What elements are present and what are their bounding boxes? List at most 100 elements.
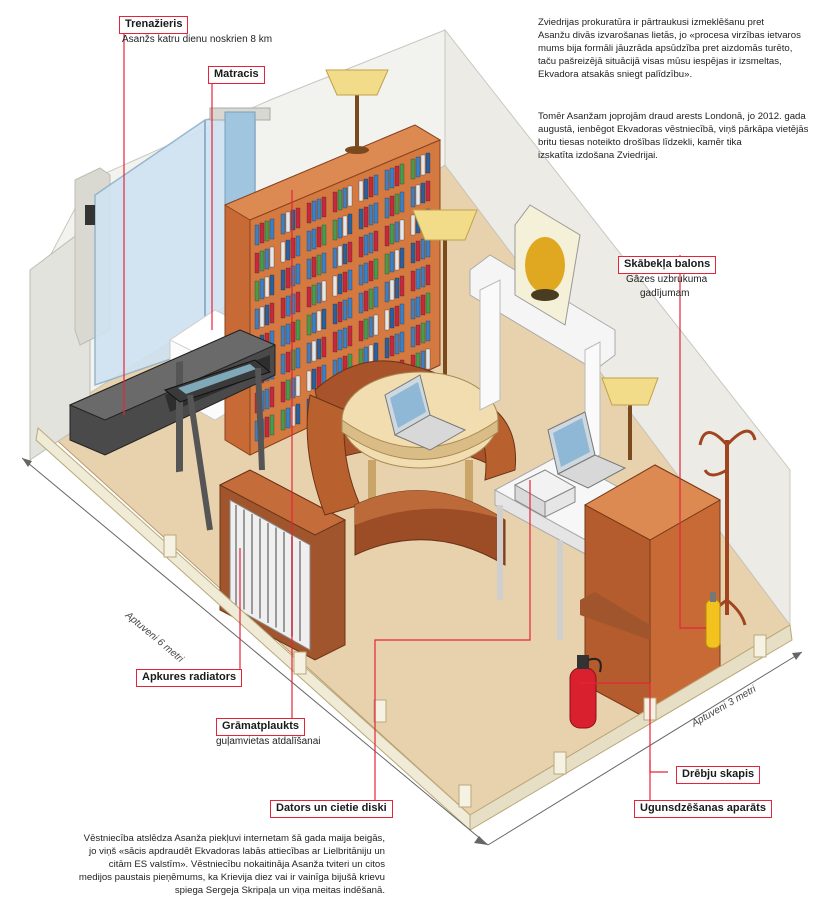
- intro-paragraph-1: Zviedrijas prokuratūra ir pārtraukusi iz…: [538, 17, 801, 80]
- portrait: [514, 204, 581, 326]
- book: [321, 196, 327, 218]
- book: [269, 302, 275, 324]
- book: [285, 267, 291, 289]
- laptop-table: [384, 374, 467, 451]
- book: [264, 248, 270, 270]
- floor-bracket: [458, 784, 472, 808]
- book: [410, 186, 416, 208]
- book: [389, 279, 395, 301]
- book: [389, 195, 395, 217]
- book: [420, 154, 426, 176]
- book: [311, 312, 317, 334]
- radiator-label: Apkures radiators: [136, 669, 243, 687]
- book: [410, 158, 416, 180]
- book: [347, 185, 353, 207]
- floor-bracket: [373, 699, 387, 723]
- book: [363, 206, 369, 228]
- book: [363, 290, 369, 312]
- book: [280, 213, 286, 235]
- oxygen-tank: [705, 592, 721, 649]
- book: [347, 297, 353, 319]
- back-right-wall: [444, 28, 791, 627]
- book: [321, 252, 327, 274]
- oxygen-tank-subtitle-2: gadījumam: [640, 288, 690, 299]
- book: [259, 306, 265, 328]
- leader-lines: [123, 30, 706, 800]
- book: [290, 349, 296, 371]
- book: [410, 270, 416, 292]
- computer-label: Dators un cietie diski: [270, 800, 393, 818]
- book: [373, 258, 379, 280]
- book: [254, 252, 260, 274]
- book: [425, 320, 431, 342]
- book: [264, 304, 270, 326]
- book: [306, 230, 312, 252]
- book: [280, 381, 286, 403]
- book: [425, 152, 431, 174]
- book: [389, 167, 395, 189]
- book: [358, 264, 364, 286]
- book: [415, 184, 421, 206]
- book: [394, 221, 400, 243]
- book: [425, 292, 431, 314]
- book: [373, 202, 379, 224]
- book: [394, 249, 400, 271]
- floor-lamp-2: [412, 209, 478, 405]
- book: [342, 215, 348, 237]
- book: [269, 246, 275, 268]
- book: [306, 286, 312, 308]
- radiator: [218, 469, 347, 661]
- book: [311, 340, 317, 362]
- book: [347, 325, 353, 347]
- book: [389, 223, 395, 245]
- book: [347, 213, 353, 235]
- book: [410, 242, 416, 264]
- book: [368, 316, 374, 338]
- book: [410, 298, 416, 320]
- book: [280, 325, 286, 347]
- book: [311, 256, 317, 278]
- book: [264, 220, 270, 242]
- book: [306, 370, 312, 392]
- floor-bracket: [553, 751, 567, 775]
- book: [399, 191, 405, 213]
- book: [285, 239, 291, 261]
- bookshelf-label: Grāmatplaukts: [216, 718, 306, 736]
- laptop-desk: [547, 411, 627, 489]
- book: [295, 263, 301, 285]
- book: [410, 214, 416, 236]
- book: [316, 254, 322, 276]
- book: [337, 301, 343, 323]
- book: [399, 247, 405, 269]
- book: [420, 294, 426, 316]
- bookshelf-subtitle: guļamvietas atdalīšanai: [216, 736, 321, 747]
- book: [316, 198, 322, 220]
- book: [332, 247, 338, 269]
- book: [311, 368, 317, 390]
- book: [290, 405, 296, 427]
- book: [337, 273, 343, 295]
- book: [264, 416, 270, 438]
- wardrobe-label: Drēbju skapis: [676, 766, 761, 784]
- book: [259, 222, 265, 244]
- book: [259, 250, 265, 272]
- book: [285, 407, 291, 429]
- book: [295, 375, 301, 397]
- book: [384, 337, 390, 359]
- book: [285, 295, 291, 317]
- book: [399, 275, 405, 297]
- oxygen-tank-subtitle-1: Gāzes uzbrukuma: [626, 274, 708, 285]
- book: [290, 265, 296, 287]
- book: [254, 224, 260, 246]
- book: [394, 193, 400, 215]
- book: [394, 277, 400, 299]
- book: [384, 309, 390, 331]
- book: [321, 224, 327, 246]
- book: [415, 268, 421, 290]
- book: [358, 292, 364, 314]
- book: [347, 241, 353, 263]
- book: [363, 234, 369, 256]
- book: [295, 319, 301, 341]
- book: [342, 243, 348, 265]
- book: [373, 342, 379, 364]
